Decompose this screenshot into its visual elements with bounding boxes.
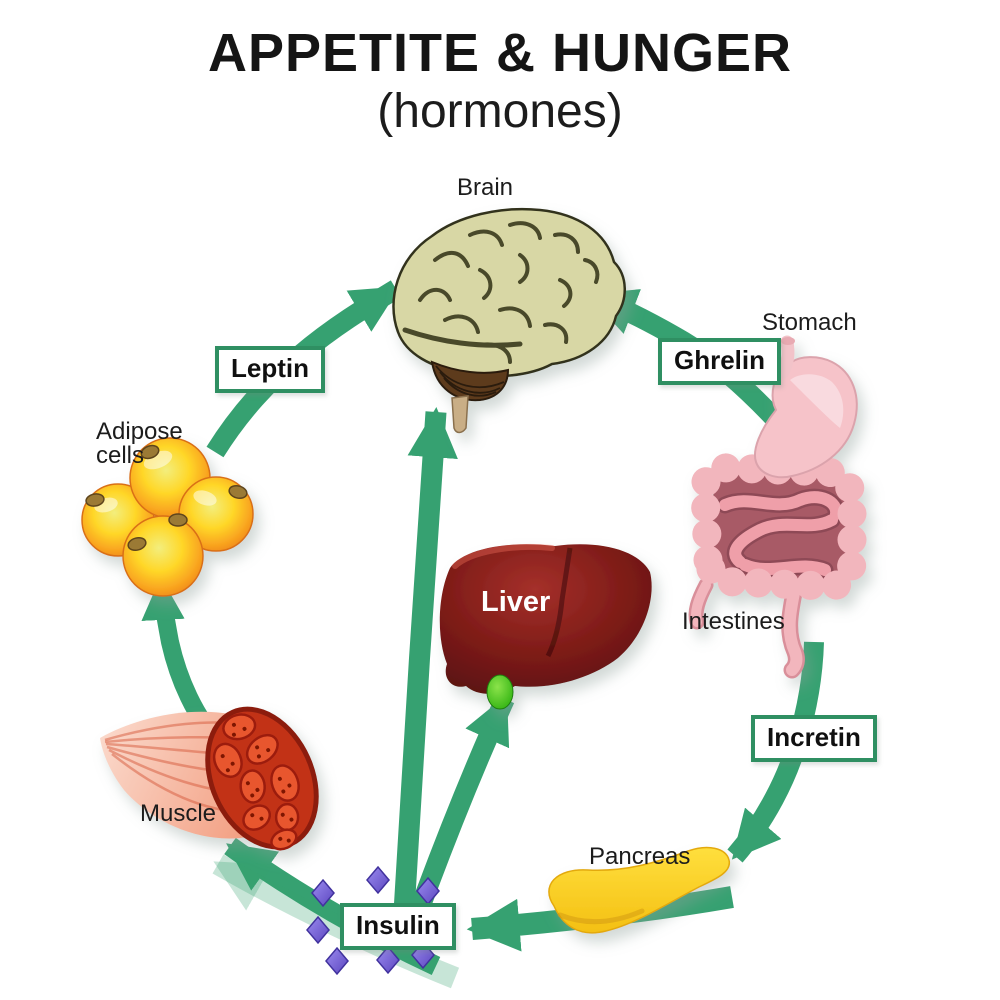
diagram-subtitle: (hormones) — [377, 85, 623, 138]
brain-illustration — [392, 207, 626, 434]
liver-illustration — [439, 543, 652, 710]
pancreas-label: Pancreas — [589, 843, 691, 870]
intestines-label: Intestines — [682, 608, 785, 635]
stomach-intestines-illustration — [688, 335, 867, 679]
ghrelin-hormone-box: Ghrelin — [658, 338, 782, 385]
insulin-hormone-box: Insulin — [340, 903, 456, 950]
incretin-hormone-box: Incretin — [751, 715, 877, 762]
brain-label: Brain — [457, 174, 514, 201]
pancreas-illustration — [548, 846, 731, 934]
adipose-cells-label: Adipose cells — [96, 418, 183, 469]
arrow-insulin-to-liver — [410, 694, 515, 912]
muscle-label: Muscle — [140, 800, 217, 827]
arrow-insulin-to-brain — [393, 406, 458, 913]
leptin-hormone-box: Leptin — [215, 346, 325, 393]
arrow-insulin-to-adipose-faded — [212, 854, 460, 989]
muscle-illustration — [100, 706, 319, 851]
diagram-title: APPETITE & HUNGER — [207, 23, 793, 83]
liver-label: Liver — [481, 586, 551, 618]
adipose-cells-illustration — [81, 437, 254, 597]
stomach-label: Stomach — [762, 309, 857, 336]
insulin-molecule-icons — [306, 865, 440, 976]
